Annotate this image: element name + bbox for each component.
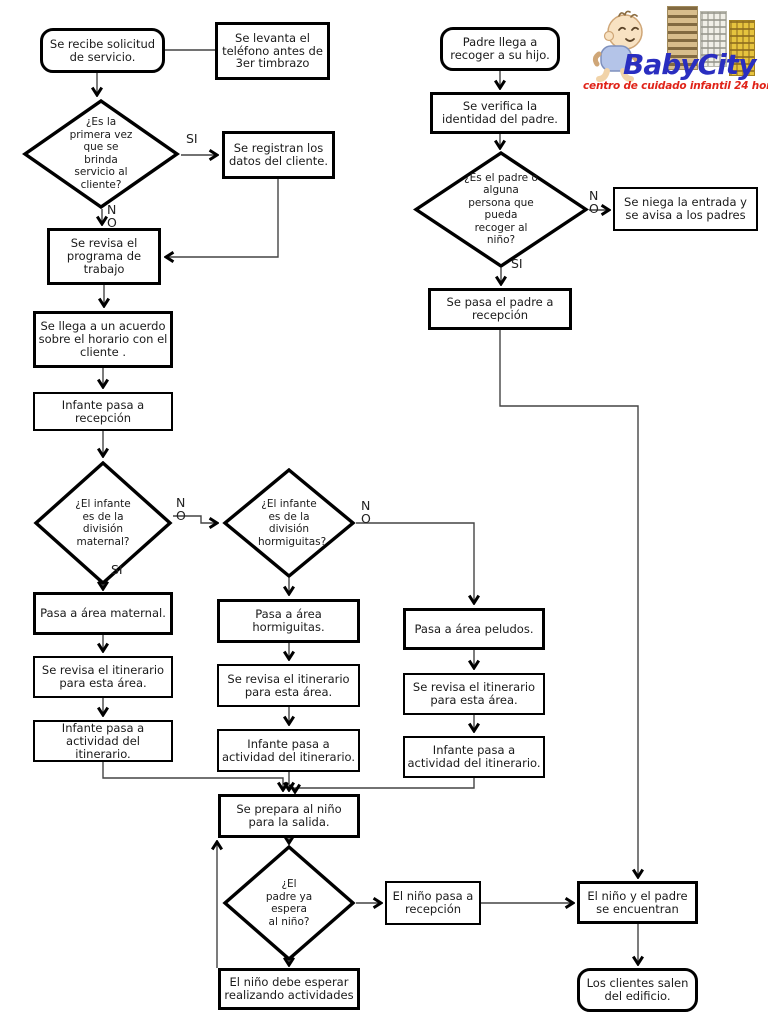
edge-maternalq-hormiguitasq-no <box>173 515 217 523</box>
node-label: Los clientes salen del edificio. <box>586 976 689 1003</box>
node-label: Infante pasa a actividad del itinerario. <box>61 720 145 761</box>
node-child-parent-meet: El niño y el padre se encuentran <box>577 881 698 924</box>
node-parent-reception: Se pasa el padre a recepción <box>428 288 572 330</box>
node-activity-hormiguitas: Infante pasa a actividad del itinerario. <box>217 729 360 772</box>
edge-register-program <box>166 179 279 257</box>
node-label: Se prepara al niño para la salida. <box>236 802 342 829</box>
node-label: Padre llega a recoger a su hijo. <box>450 35 550 62</box>
node-wait-activities: El niño debe esperar realizando activida… <box>218 968 360 1010</box>
node-hormiguitas-question: ¿El infante es de la división hormiguita… <box>222 468 356 578</box>
edge-activitym-prepare <box>102 762 283 790</box>
node-label: Pasa a área peludos. <box>414 621 534 636</box>
node-register-data: Se registran los datos del cliente. <box>222 131 335 179</box>
node-label: Se recibe solicitud de servicio. <box>49 36 156 64</box>
diamond-shape <box>33 461 173 585</box>
node-label: ¿El infante es de la división hormiguita… <box>258 497 327 548</box>
node-clients-leave: Los clientes salen del edificio. <box>577 968 698 1012</box>
node-label: ¿Es el padre o alguna persona que pueda … <box>464 171 538 247</box>
node-activity-peludos: Infante pasa a actividad del itinerario. <box>403 736 545 778</box>
node-label: Se pasa el padre a recepción <box>446 295 554 322</box>
node-parent-arrives: Padre llega a recoger a su hijo. <box>440 27 560 71</box>
node-label: El niño pasa a recepción <box>392 889 474 916</box>
node-label: Infante pasa a recepción <box>61 397 145 425</box>
node-label: Se llega a un acuerdo sobre el horario c… <box>38 319 168 359</box>
node-verify-identity: Se verifica la identidad del padre. <box>430 92 570 134</box>
node-area-peludos: Pasa a área peludos. <box>403 608 545 650</box>
node-prepare-exit: Se prepara al niño para la salida. <box>218 794 360 838</box>
building-icon <box>667 6 698 70</box>
node-label: ¿El padre ya espera al niño? <box>265 877 313 928</box>
node-child-reception: El niño pasa a recepción <box>385 881 481 925</box>
node-label: Pasa a área maternal. <box>40 606 166 620</box>
node-itinerary-hormiguitas: Se revisa el itinerario para esta área. <box>217 664 360 707</box>
logo-brand-text: BabyCity <box>623 48 756 81</box>
node-receive-request: Se recibe solicitud de servicio. <box>40 28 165 73</box>
node-label: Pasa a área hormiguitas. <box>252 607 325 634</box>
node-answer-phone: Se levanta el teléfono antes de 3er timb… <box>215 22 330 80</box>
node-label: Se revisa el itinerario para esta área. <box>227 671 350 699</box>
label-si-maternal: SI <box>111 562 123 577</box>
node-label: Se levanta el teléfono antes de 3er timb… <box>222 30 323 71</box>
baby-icon <box>592 10 643 82</box>
diamond-shape <box>22 99 180 209</box>
node-parent-waiting-question: ¿El padre ya espera al niño? <box>222 845 356 961</box>
building-icon <box>729 20 755 76</box>
node-label: Se registran los datos del cliente. <box>228 141 329 168</box>
label-si-authorized: SI <box>511 256 523 271</box>
node-activity-maternal: Infante pasa a actividad del itinerario. <box>33 720 173 762</box>
edge-activityp-prepare <box>295 778 475 792</box>
babycity-logo: BabyCity centro de cuidado infantil 24 h… <box>583 4 768 96</box>
node-label: Se revisa el programa de trabajo <box>66 236 142 276</box>
node-label: Se revisa el itinerario para esta área. <box>41 663 165 690</box>
label-si-first-time: SI <box>186 131 198 146</box>
node-maternal-question: ¿El infante es de la división maternal? <box>33 461 173 585</box>
node-label: ¿Es la primera vez que se brinda servici… <box>69 116 133 192</box>
node-deny-entry: Se niega la entrada y se avisa a los pad… <box>613 187 758 231</box>
node-label: ¿El infante es de la división maternal? <box>75 497 131 548</box>
diamond-shape <box>222 468 356 578</box>
node-authorized-question: ¿Es el padre o alguna persona que pueda … <box>413 151 589 268</box>
building-icon <box>700 11 727 67</box>
logo-tagline: centro de cuidado infantil 24 horas <box>583 80 768 92</box>
diamond-shape <box>413 151 589 268</box>
node-label: Se revisa el itinerario para esta área. <box>412 680 536 707</box>
diamond-shape <box>222 845 356 961</box>
node-area-hormiguitas: Pasa a área hormiguitas. <box>217 599 360 643</box>
node-label: El niño debe esperar realizando activida… <box>224 975 354 1002</box>
node-label: Infante pasa a actividad del itinerario. <box>221 736 356 764</box>
node-label: Se verifica la identidad del padre. <box>442 99 558 126</box>
edge-parentreception-meet <box>499 330 638 877</box>
node-infant-reception: Infante pasa a recepción <box>33 392 173 431</box>
node-first-time-question: ¿Es la primera vez que se brinda servici… <box>22 99 180 209</box>
node-itinerary-peludos: Se revisa el itinerario para esta área. <box>403 673 545 715</box>
node-itinerary-maternal: Se revisa el itinerario para esta área. <box>33 656 173 698</box>
node-label: Infante pasa a actividad del itinerario. <box>407 743 541 770</box>
node-label: El niño y el padre se encuentran <box>587 888 688 916</box>
edge-hormiguitasq-areapeludos-no <box>356 522 474 603</box>
node-review-program: Se revisa el programa de trabajo <box>47 228 161 285</box>
node-schedule-agreement: Se llega a un acuerdo sobre el horario c… <box>33 311 173 368</box>
node-area-maternal: Pasa a área maternal. <box>33 592 173 635</box>
node-label: Se niega la entrada y se avisa a los pad… <box>624 195 747 222</box>
